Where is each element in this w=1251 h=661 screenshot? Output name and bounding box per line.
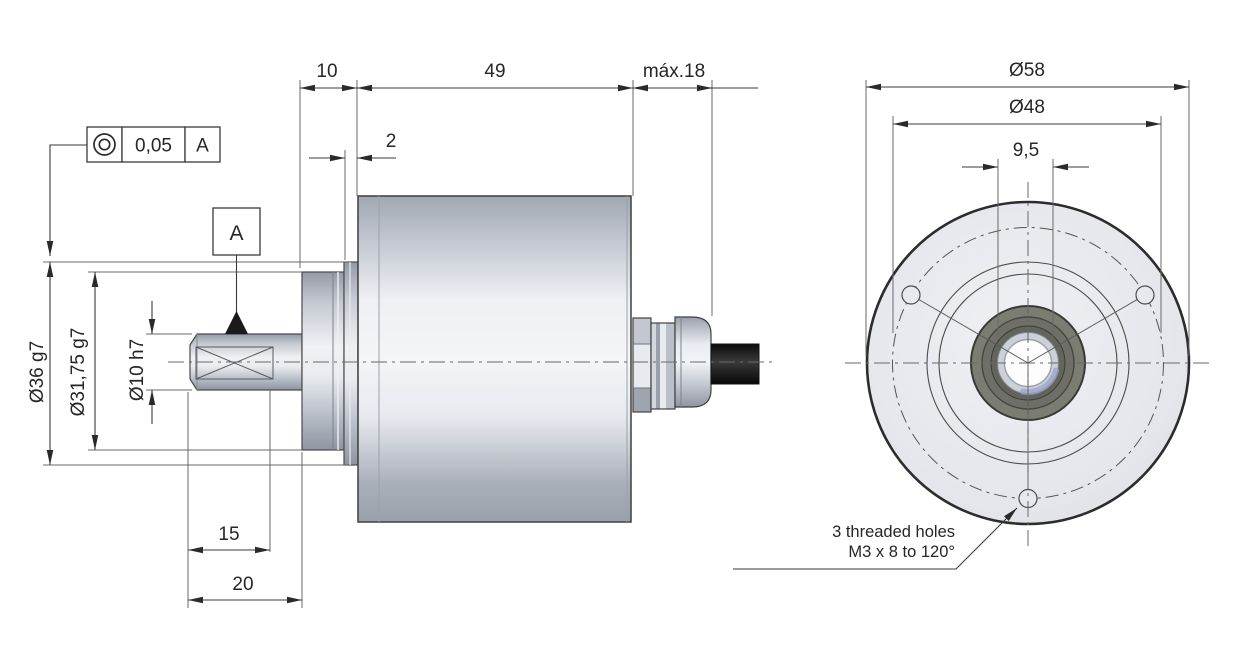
dim-flange-width-label: 10 <box>316 61 337 82</box>
side-view-part <box>168 195 772 523</box>
front-extension-lines <box>865 80 1190 356</box>
tolerance-value: 0,05 <box>135 136 172 157</box>
extension-lines <box>43 80 713 608</box>
cable-gland-washers <box>650 322 676 410</box>
note-line-1: 3 threaded holes <box>832 523 955 541</box>
dim-flange-width: 10 <box>300 61 357 92</box>
dim-outer-flange: Ø36 g7 <box>27 262 54 465</box>
tolerance-frame: 0,05 A <box>46 126 221 256</box>
dim-shaft-length-label: 20 <box>232 574 253 595</box>
dim-shaft-diameter-label: Ø10 h7 <box>127 339 148 401</box>
keyway-flat <box>195 346 274 380</box>
dim-pilot-label: Ø31,75 g7 <box>68 328 89 417</box>
dim-step: 2 <box>309 131 397 162</box>
front-view-part <box>845 182 1210 548</box>
dim-outer-flange-label: Ø36 g7 <box>27 341 48 403</box>
tolerance-leader <box>46 144 87 256</box>
note-leader <box>733 507 1018 570</box>
note-line-2: M3 x 8 to 120° <box>848 543 955 561</box>
dim-hole-offset-label: 9,5 <box>1013 140 1039 161</box>
concentricity-icon <box>93 133 116 156</box>
threaded-holes-note: 3 threaded holes M3 x 8 to 120° <box>733 507 1018 570</box>
side-view: 10 49 máx.18 2 Ø36 g7 Ø31, <box>27 61 772 608</box>
datum-a-label: A <box>229 222 243 245</box>
dim-outer-diameter: Ø58 <box>866 60 1189 91</box>
dim-bolt-circle: Ø48 <box>893 97 1161 128</box>
front-view: Ø58 Ø48 9,5 3 threaded holes M3 x 8 to 1… <box>733 60 1210 570</box>
shaft-blue-reflection <box>1020 367 1059 396</box>
threaded-hole-right <box>1135 285 1155 305</box>
cable <box>710 343 760 385</box>
dim-shaft-diameter: Ø10 h7 <box>127 301 156 424</box>
dim-flat-length: 15 <box>188 524 270 554</box>
dim-bolt-circle-label: Ø48 <box>1009 97 1045 118</box>
dim-pilot: Ø31,75 g7 <box>68 272 99 450</box>
threaded-holes <box>901 285 1155 509</box>
datum-a-box <box>212 207 261 256</box>
front-view-dimensions: Ø58 Ø48 9,5 3 threaded holes M3 x 8 to 1… <box>733 60 1190 570</box>
side-view-dimensions: 10 49 máx.18 2 Ø36 g7 Ø31, <box>27 61 758 608</box>
dim-shaft-length: 20 <box>188 574 302 604</box>
dim-gland-max: máx.18 <box>633 61 758 92</box>
clamping-collar <box>301 271 345 451</box>
cable-gland-hex-nut <box>632 317 652 413</box>
dim-flat-length-label: 15 <box>218 524 239 545</box>
dim-hole-offset: 9,5 <box>962 140 1089 171</box>
dim-body-length: 49 <box>357 61 633 92</box>
dim-body-length-label: 49 <box>484 61 505 82</box>
tolerance-datum-ref: A <box>196 136 209 157</box>
dim-outer-diameter-label: Ø58 <box>1009 60 1045 81</box>
datum-feature-symbol: A <box>212 207 261 334</box>
threaded-hole-left <box>901 285 921 305</box>
encoder-body <box>357 195 632 523</box>
dim-step-label: 2 <box>386 131 397 152</box>
mounting-flange-disc <box>343 261 359 466</box>
datum-triangle <box>225 311 248 334</box>
dim-gland-max-label: máx.18 <box>643 61 705 82</box>
